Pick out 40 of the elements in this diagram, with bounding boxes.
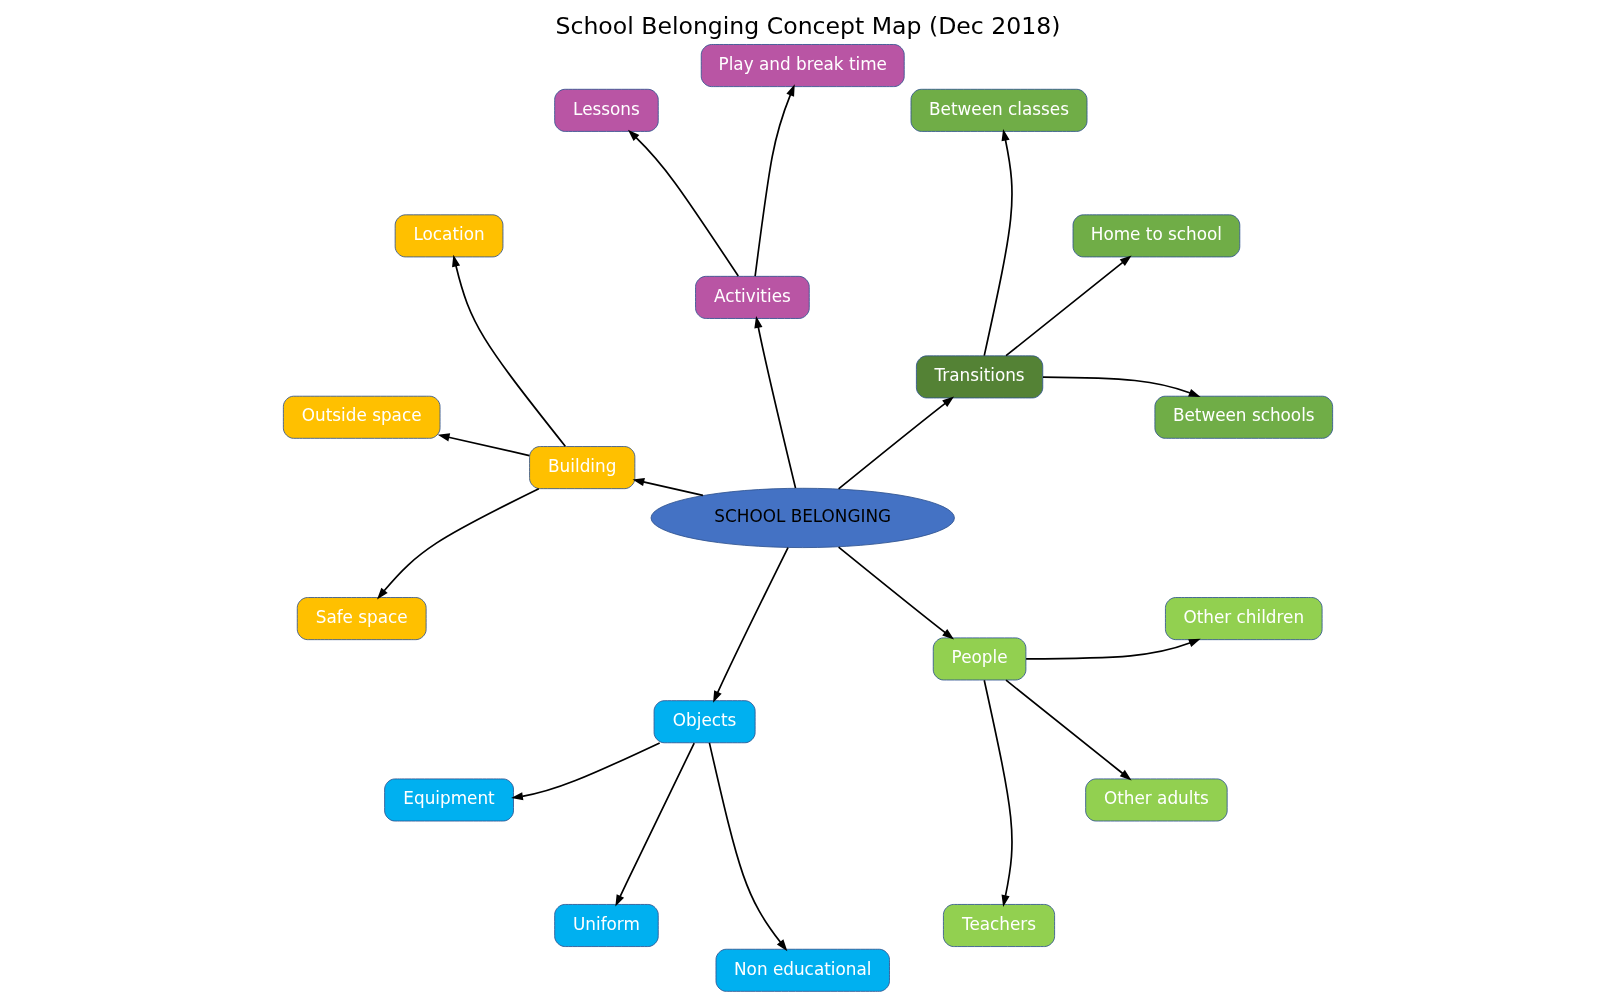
node-box: Other adults: [1084, 778, 1228, 822]
arrow: [627, 129, 739, 277]
node-box: Activities: [694, 275, 810, 319]
arrow: [837, 396, 954, 490]
arrow: [614, 742, 695, 907]
arrow: [376, 487, 540, 600]
arrow: [1004, 679, 1132, 781]
arrow: [437, 433, 530, 457]
node-box: Location: [394, 214, 503, 258]
node-box: Uniform: [553, 904, 659, 947]
arrow: [753, 316, 796, 489]
node-box: Building: [528, 446, 635, 490]
node-box: Teachers: [942, 904, 1055, 947]
node-box: Other children: [1164, 597, 1322, 641]
node-box: Safe space: [296, 597, 427, 641]
node-box: Between classes: [910, 88, 1087, 132]
node-box: Between schools: [1154, 395, 1333, 439]
arrow: [712, 546, 789, 703]
arrow: [753, 84, 795, 277]
arrow: [982, 128, 1013, 357]
arrow: [1024, 638, 1201, 660]
arrow: [982, 679, 1013, 907]
arrow: [837, 546, 954, 640]
arrow: [451, 254, 566, 448]
arrow: [708, 742, 787, 952]
diagram-title: School Belonging Concept Map (Dec 2018): [554, 11, 1061, 40]
node-box: Non educational: [715, 948, 890, 992]
node-box: Equipment: [383, 778, 514, 822]
node-box: Home to school: [1072, 214, 1240, 258]
arrow: [510, 742, 660, 801]
arrow: [1004, 255, 1132, 357]
node-box: Outside space: [282, 395, 440, 439]
node-box: People: [932, 637, 1026, 681]
arrow: [632, 478, 704, 497]
node-box: Lessons: [553, 88, 659, 132]
node-box: Play and break time: [700, 44, 905, 88]
node-box: Objects: [653, 700, 756, 744]
node-ellipse: SCHOOL BELONGING: [650, 487, 955, 548]
arrow: [1041, 376, 1201, 398]
node-box: Transitions: [915, 355, 1043, 399]
